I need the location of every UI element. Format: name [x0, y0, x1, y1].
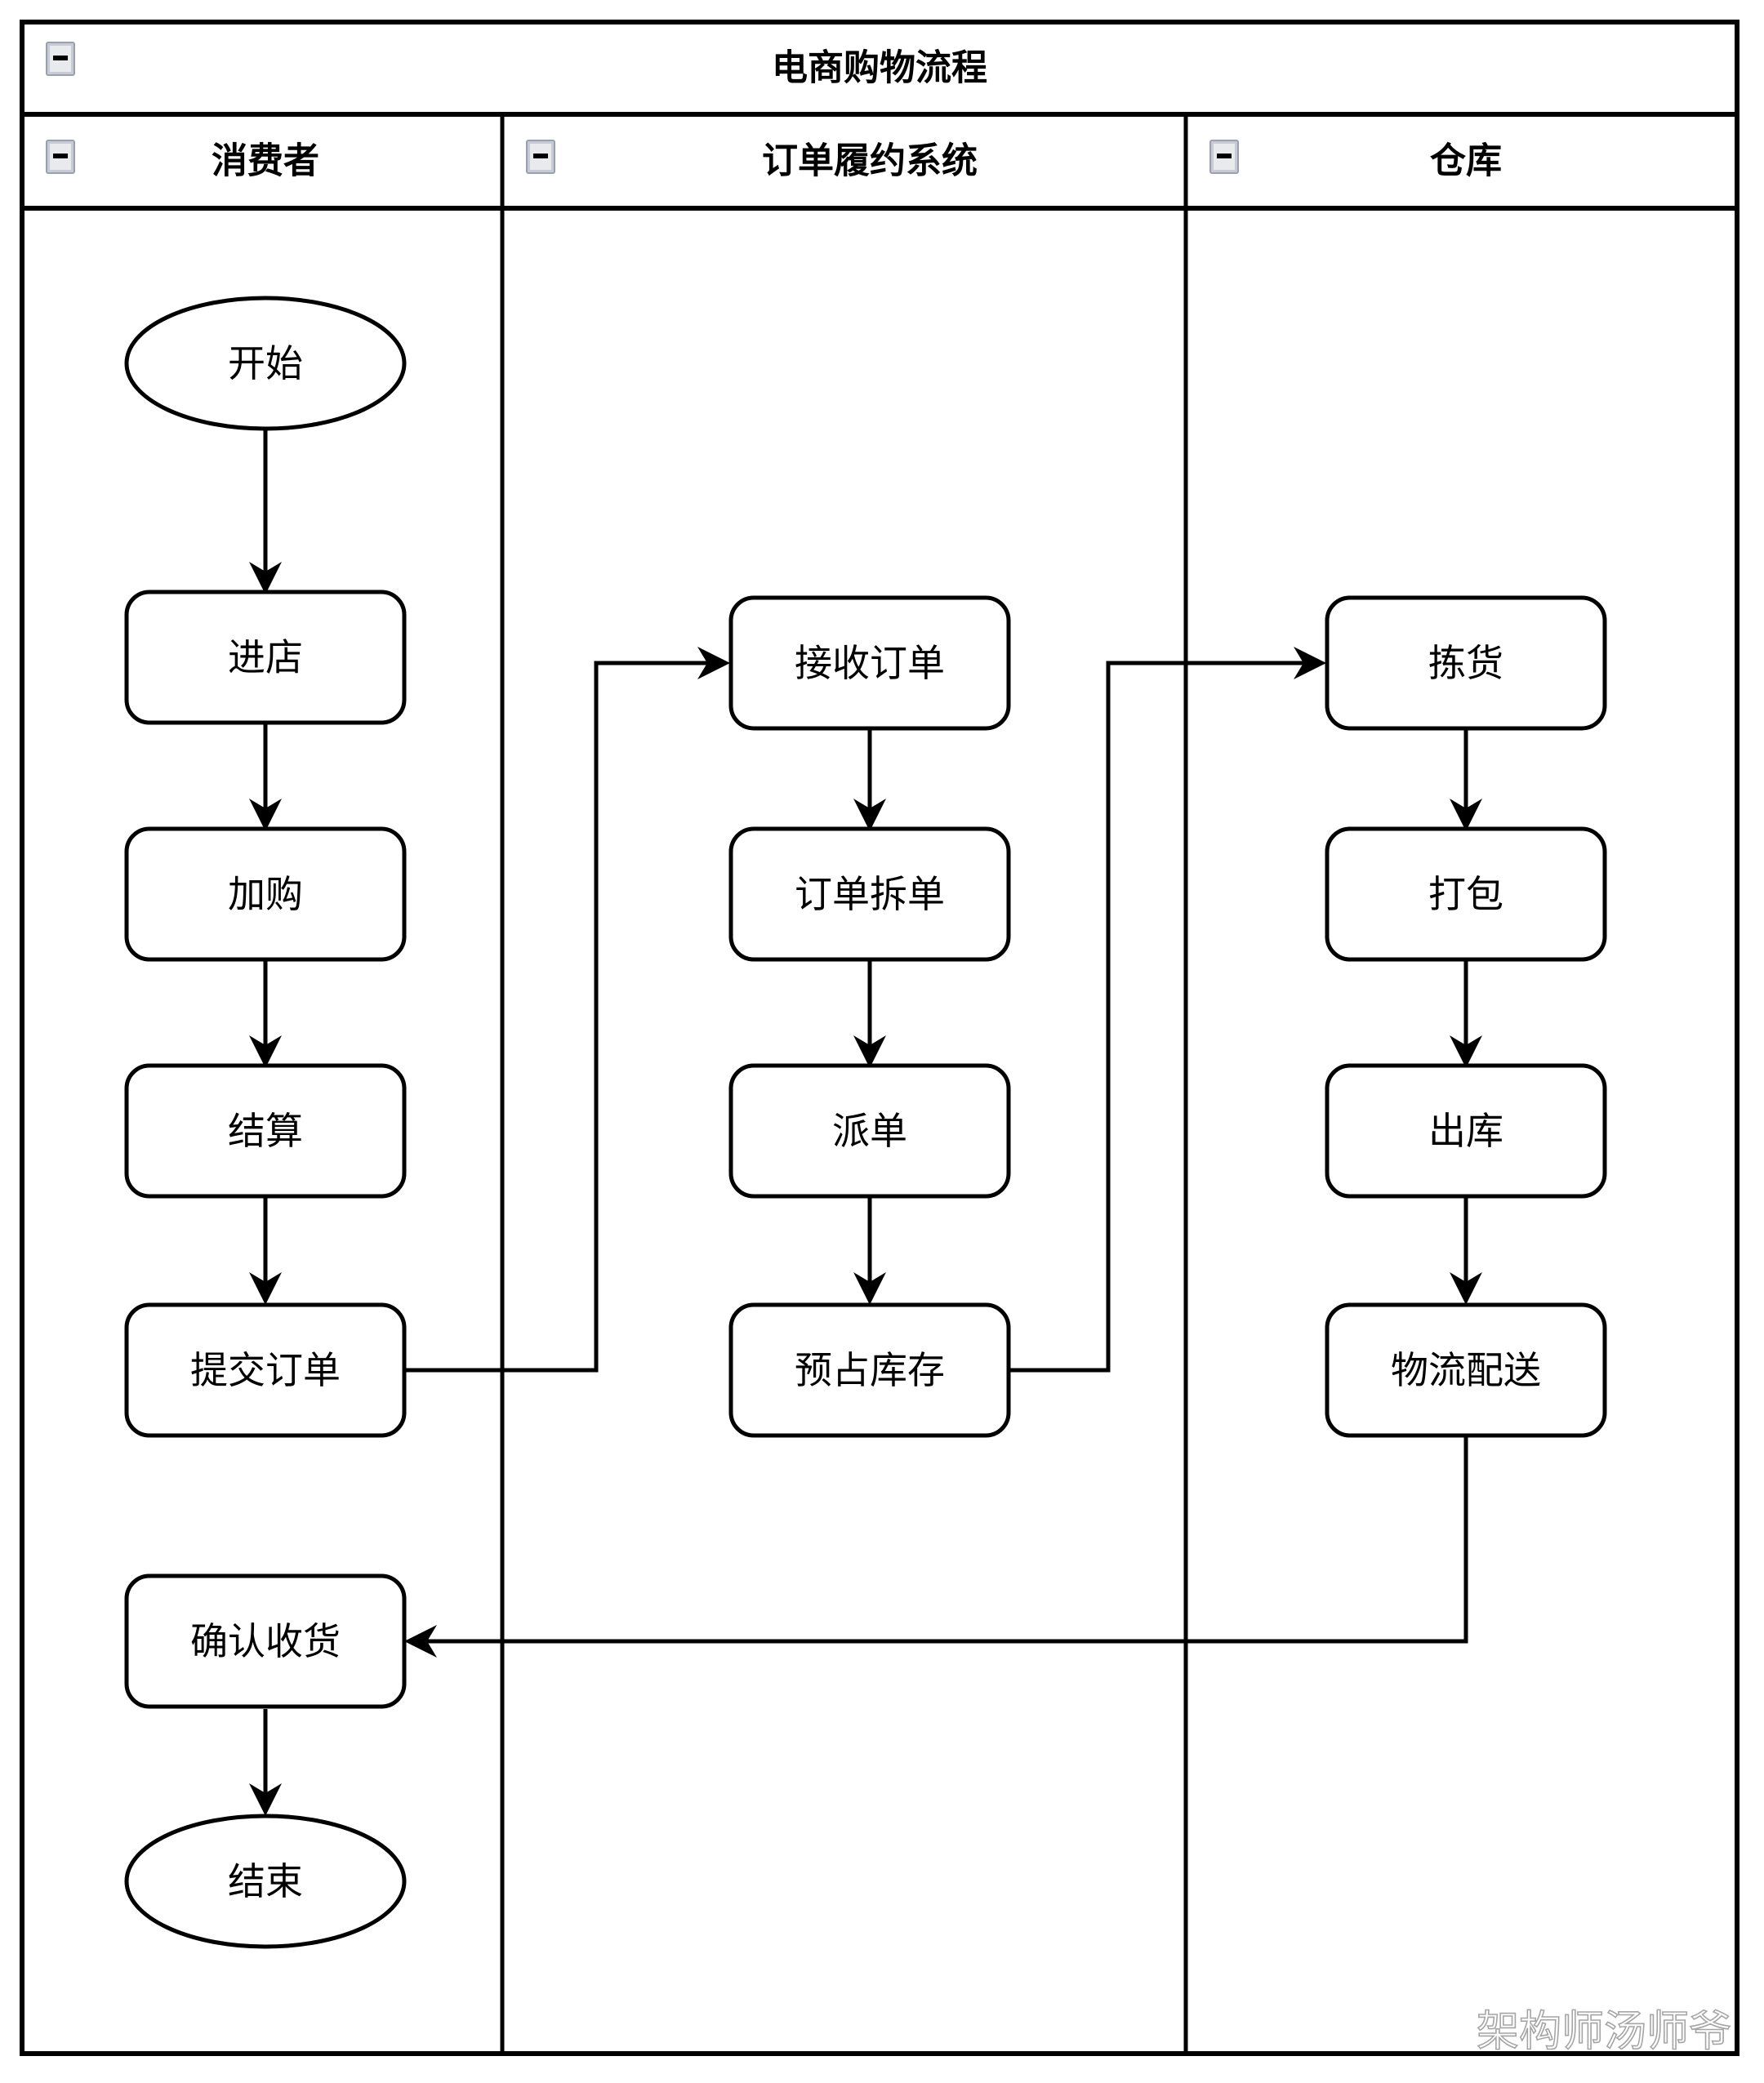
node-pick-goods[interactable]: 拣货 [1325, 595, 1607, 731]
edge-confirm-receipt-to-end [249, 1709, 282, 1816]
lane-header-warehouse[interactable] [1209, 140, 1239, 174]
node-end[interactable]: 结束 [124, 1814, 407, 1949]
node-start-label: 开始 [228, 342, 303, 385]
pool-collapse-toggle[interactable] [46, 42, 75, 76]
edge-enter-store-to-add-to-cart [249, 723, 282, 831]
node-add-to-cart[interactable]: 加购 [124, 826, 407, 962]
edge-dispatch-order-to-reserve-stock [853, 1196, 886, 1305]
node-reserve-stock-label: 预占库存 [795, 1349, 945, 1391]
node-checkout[interactable]: 结算 [124, 1063, 407, 1199]
node-receive-order[interactable]: 接收订单 [728, 595, 1011, 731]
node-end-label: 结束 [228, 1860, 303, 1903]
node-enter-store-label: 进店 [228, 636, 303, 679]
lane-title-warehouse: 仓库 [1430, 141, 1502, 181]
node-outbound-label: 出库 [1428, 1110, 1503, 1152]
edge-pick-goods-to-pack-goods [1450, 728, 1482, 831]
node-split-order[interactable]: 订单拆单 [728, 826, 1011, 962]
node-split-order-label: 订单拆单 [795, 873, 945, 915]
edge-pack-goods-to-outbound [1450, 959, 1482, 1068]
edge-reserve-stock-to-pick-goods [1009, 647, 1326, 1373]
edge-start-to-enter-store [249, 429, 282, 594]
node-submit-order[interactable]: 提交订单 [124, 1302, 407, 1438]
lane-title-fulfillment: 订单履约系统 [762, 141, 978, 181]
node-confirm-receipt[interactable]: 确认收货 [124, 1573, 407, 1709]
node-pack-goods[interactable]: 打包 [1325, 826, 1607, 962]
edge-submit-order-to-receive-order [404, 647, 730, 1373]
edge-logistics-delivery-to-confirm-receipt [404, 1435, 1468, 1658]
lane-header-fulfillment[interactable] [526, 140, 555, 174]
node-dispatch-order-label: 派单 [832, 1110, 907, 1152]
node-submit-order-label: 提交订单 [190, 1349, 341, 1391]
node-confirm-receipt-label: 确认收货 [190, 1620, 341, 1662]
node-start[interactable]: 开始 [124, 296, 407, 431]
node-logistics-delivery-label: 物流配送 [1391, 1349, 1541, 1391]
edge-split-order-to-dispatch-order [853, 959, 886, 1068]
minus-box-icon [53, 56, 68, 60]
lane-header-consumer[interactable] [46, 140, 75, 174]
edge-add-to-cart-to-checkout [249, 959, 282, 1068]
edge-outbound-to-logistics-delivery [1450, 1196, 1482, 1305]
node-checkout-label: 结算 [228, 1110, 303, 1152]
watermark: 架构师汤师爷 [1477, 2009, 1731, 2056]
node-reserve-stock[interactable]: 预占库存 [728, 1302, 1011, 1438]
minus-box-icon [53, 154, 68, 158]
minus-box-icon [1217, 154, 1232, 158]
minus-box-icon [533, 154, 548, 158]
node-pack-goods-label: 打包 [1428, 873, 1503, 915]
node-receive-order-label: 接收订单 [795, 642, 945, 684]
edge-checkout-to-submit-order [249, 1196, 282, 1305]
node-enter-store[interactable]: 进店 [124, 590, 407, 725]
lane-title-consumer: 消费者 [212, 141, 319, 181]
node-logistics-delivery[interactable]: 物流配送 [1325, 1302, 1607, 1438]
pool-title: 电商购物流程 [772, 48, 987, 88]
node-outbound[interactable]: 出库 [1325, 1063, 1607, 1199]
node-add-to-cart-label: 加购 [228, 873, 303, 915]
edge-receive-order-to-split-order [853, 728, 886, 831]
node-dispatch-order[interactable]: 派单 [728, 1063, 1011, 1199]
node-pick-goods-label: 拣货 [1428, 642, 1503, 684]
